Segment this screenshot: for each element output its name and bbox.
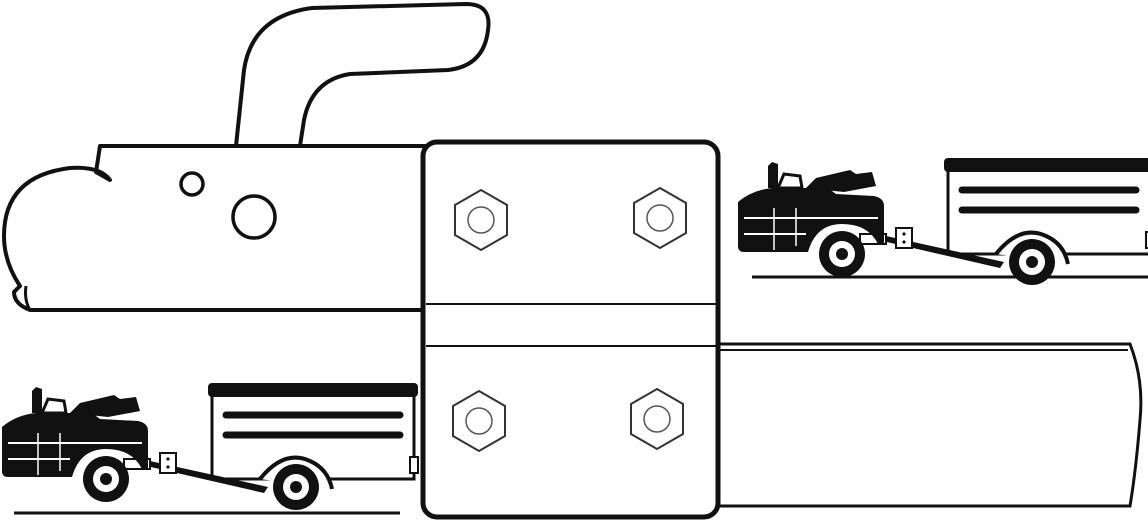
coupler-handle <box>234 2 491 147</box>
car-with-trailer-upper <box>738 158 1148 285</box>
coupler-large-hole <box>231 194 277 240</box>
coupler-head <box>2 144 430 312</box>
drawbar-tube <box>712 342 1143 508</box>
car-with-trailer-lower <box>2 383 418 510</box>
coupler-small-hole <box>179 171 205 197</box>
